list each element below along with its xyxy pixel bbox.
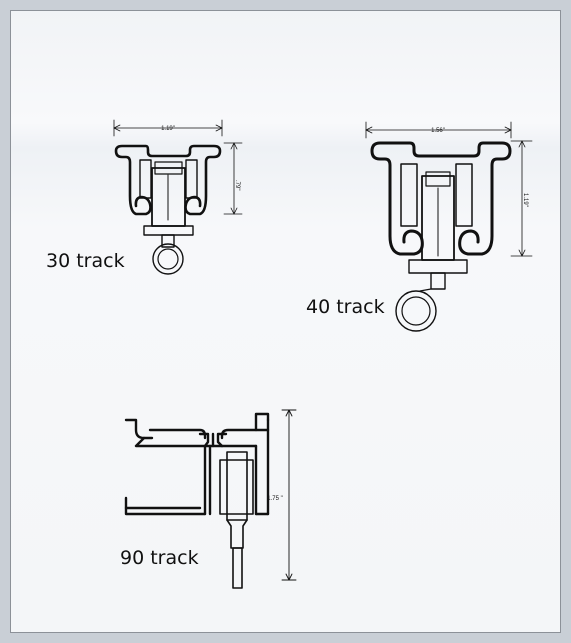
- track-40-right-roller: [455, 163, 473, 227]
- track-40-left-roller: [400, 163, 418, 227]
- track-90-height-label: 1.75 ": [267, 496, 282, 502]
- track-30-height-dimension: [223, 142, 243, 215]
- track-40-diagram: 1.56" 1.19": [365, 121, 533, 332]
- track-40-caption: 40 track: [306, 296, 385, 318]
- track-30-width-label: 1.19": [161, 126, 175, 132]
- track-30-diagram: 1.19" .79": [113, 119, 243, 275]
- track-40-bottom-bar: [408, 259, 468, 274]
- track-30-caption: 30 track: [46, 250, 125, 272]
- track-90-height-dimension: [281, 409, 297, 581]
- track-40-ring: [395, 290, 437, 332]
- track-40-width-dimension: [365, 121, 512, 139]
- track-40-height-label: 1.19": [522, 193, 528, 207]
- track-30-width-dimension: [113, 119, 223, 137]
- diagram-panel: [10, 10, 561, 633]
- track-90-profile: [124, 412, 270, 516]
- track-30-ring: [152, 243, 184, 275]
- track-30-height-label: .79": [234, 180, 240, 190]
- track-40-profile: [370, 141, 512, 256]
- track-40-height-dimension: [510, 140, 533, 257]
- track-30-right-roller: [185, 159, 198, 199]
- track-30-profile: [114, 144, 222, 216]
- track-30-left-roller: [139, 159, 152, 199]
- track-30-bottom-bar: [143, 225, 194, 236]
- track-40-width-label: 1.56": [431, 128, 445, 134]
- track-90-carrier: [219, 451, 254, 589]
- track-90-diagram: 1.75 ": [124, 409, 297, 589]
- track-90-caption: 90 track: [120, 547, 199, 569]
